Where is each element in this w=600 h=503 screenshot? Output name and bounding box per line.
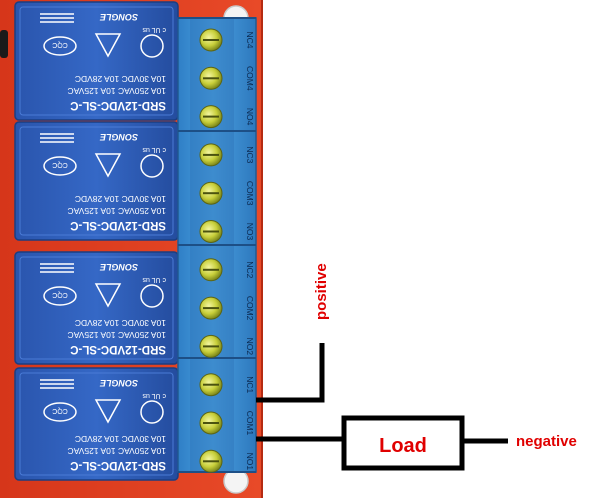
terminal-label: NO1 (245, 453, 255, 471)
cqc-mark-text: CQC (52, 41, 68, 48)
capacitor (0, 30, 8, 58)
load-label: Load (379, 435, 427, 457)
relay-model: SRD-12VDC-SL-C (70, 99, 166, 111)
warning-triangle-icon (94, 399, 122, 424)
terminal-no1[interactable]: NO1 (199, 449, 255, 473)
terminal-no3[interactable]: NO3 (199, 220, 255, 243)
relay-model: SRD-12VDC-SL-C (70, 459, 166, 471)
cqc-mark-text: CQC (52, 407, 68, 414)
relay-rating-line2: 10A 30VDC 10A 28VDC (75, 74, 166, 84)
terminal-com2[interactable]: COM2 (199, 296, 255, 321)
ul-mark-text: c UL us (142, 392, 166, 399)
terminal-no4[interactable]: NO4 (199, 105, 255, 129)
relay-2: SRD-12VDC-SL-C 10A 250VAC 10A 125VAC 10A 3… (14, 251, 179, 365)
ul-mark-icon (140, 34, 164, 58)
ul-mark-icon (140, 400, 164, 424)
positive-wire (256, 343, 325, 403)
relay-rating-line1: 10A 250VAC 10A 125VAC (68, 86, 166, 96)
terminal-label: NC1 (245, 376, 255, 393)
relay-rating-line1: 10A 250VAC 10A 125VAC (68, 446, 166, 456)
ul-mark-text: c UL us (142, 26, 166, 33)
terminal-label: NO4 (245, 108, 255, 126)
terminal-nc4[interactable]: NC4 (199, 28, 255, 52)
terminal-label: NC4 (245, 31, 255, 48)
relay-4: SRD-12VDC-SL-C 10A 250VAC 10A 125VAC 10A 3… (14, 1, 179, 121)
terminal-nc2[interactable]: NC2 (199, 258, 255, 282)
relay-rating-line1: 10A 250VAC 10A 125VAC (68, 330, 166, 340)
load-box (341, 415, 465, 471)
terminal-nc1[interactable]: NC1 (199, 373, 255, 397)
relay-rating-line1: 10A 250VAC 10A 125VAC (68, 206, 166, 216)
cqc-mark-text: CQC (52, 161, 68, 168)
positive-label: positive (313, 263, 330, 320)
terminal-com1[interactable]: COM1 (199, 411, 255, 436)
cqc-mark-text: CQC (52, 291, 68, 298)
relay-1: SRD-12VDC-SL-C 10A 250VAC 10A 125VAC 10A 3… (14, 367, 179, 481)
warning-triangle-icon (94, 33, 122, 58)
terminal-label: COM2 (245, 296, 255, 321)
relay-model: SRD-12VDC-SL-C (70, 219, 166, 231)
terminal-label: NO3 (245, 223, 255, 241)
relay-rating-line2: 10A 30VDC 10A 28VDC (75, 434, 166, 444)
terminal-com4[interactable]: COM4 (199, 66, 255, 91)
relay-brand: SONGLE (99, 12, 138, 22)
relay-brand: SONGLE (99, 378, 138, 388)
ul-mark-text: c UL us (142, 146, 166, 153)
relay-rating-line2: 10A 30VDC 10A 28VDC (75, 194, 166, 204)
ul-mark-icon (140, 154, 164, 178)
warning-triangle-icon (94, 283, 122, 308)
ul-mark-text: c UL us (142, 276, 166, 283)
cqc-mark-icon (43, 402, 77, 422)
negative-label: negative (516, 433, 577, 450)
terminal-label: NC3 (245, 146, 255, 163)
cqc-mark-icon (43, 286, 77, 306)
cqc-mark-icon (43, 156, 77, 176)
terminal-label: COM4 (245, 66, 255, 91)
relay-3: SRD-12VDC-SL-C 10A 250VAC 10A 125VAC 10A 3… (14, 121, 179, 241)
ul-mark-icon (140, 284, 164, 308)
wiring (256, 343, 508, 471)
terminal-label: COM3 (245, 181, 255, 206)
terminal-label: COM1 (245, 411, 255, 436)
terminal-nc3[interactable]: NC3 (199, 143, 255, 167)
relay-brand: SONGLE (99, 262, 138, 272)
relay-brand: SONGLE (99, 132, 138, 142)
relay-rating-line2: 10A 30VDC 10A 28VDC (75, 318, 166, 328)
terminal-no2[interactable]: NO2 (199, 334, 255, 358)
terminal-label: NO2 (245, 338, 255, 356)
warning-triangle-icon (94, 153, 122, 178)
relay-model: SRD-12VDC-SL-C (70, 343, 166, 355)
cqc-mark-icon (43, 36, 77, 56)
terminal-label: NC2 (245, 261, 255, 278)
terminal-com3[interactable]: COM3 (199, 181, 255, 206)
